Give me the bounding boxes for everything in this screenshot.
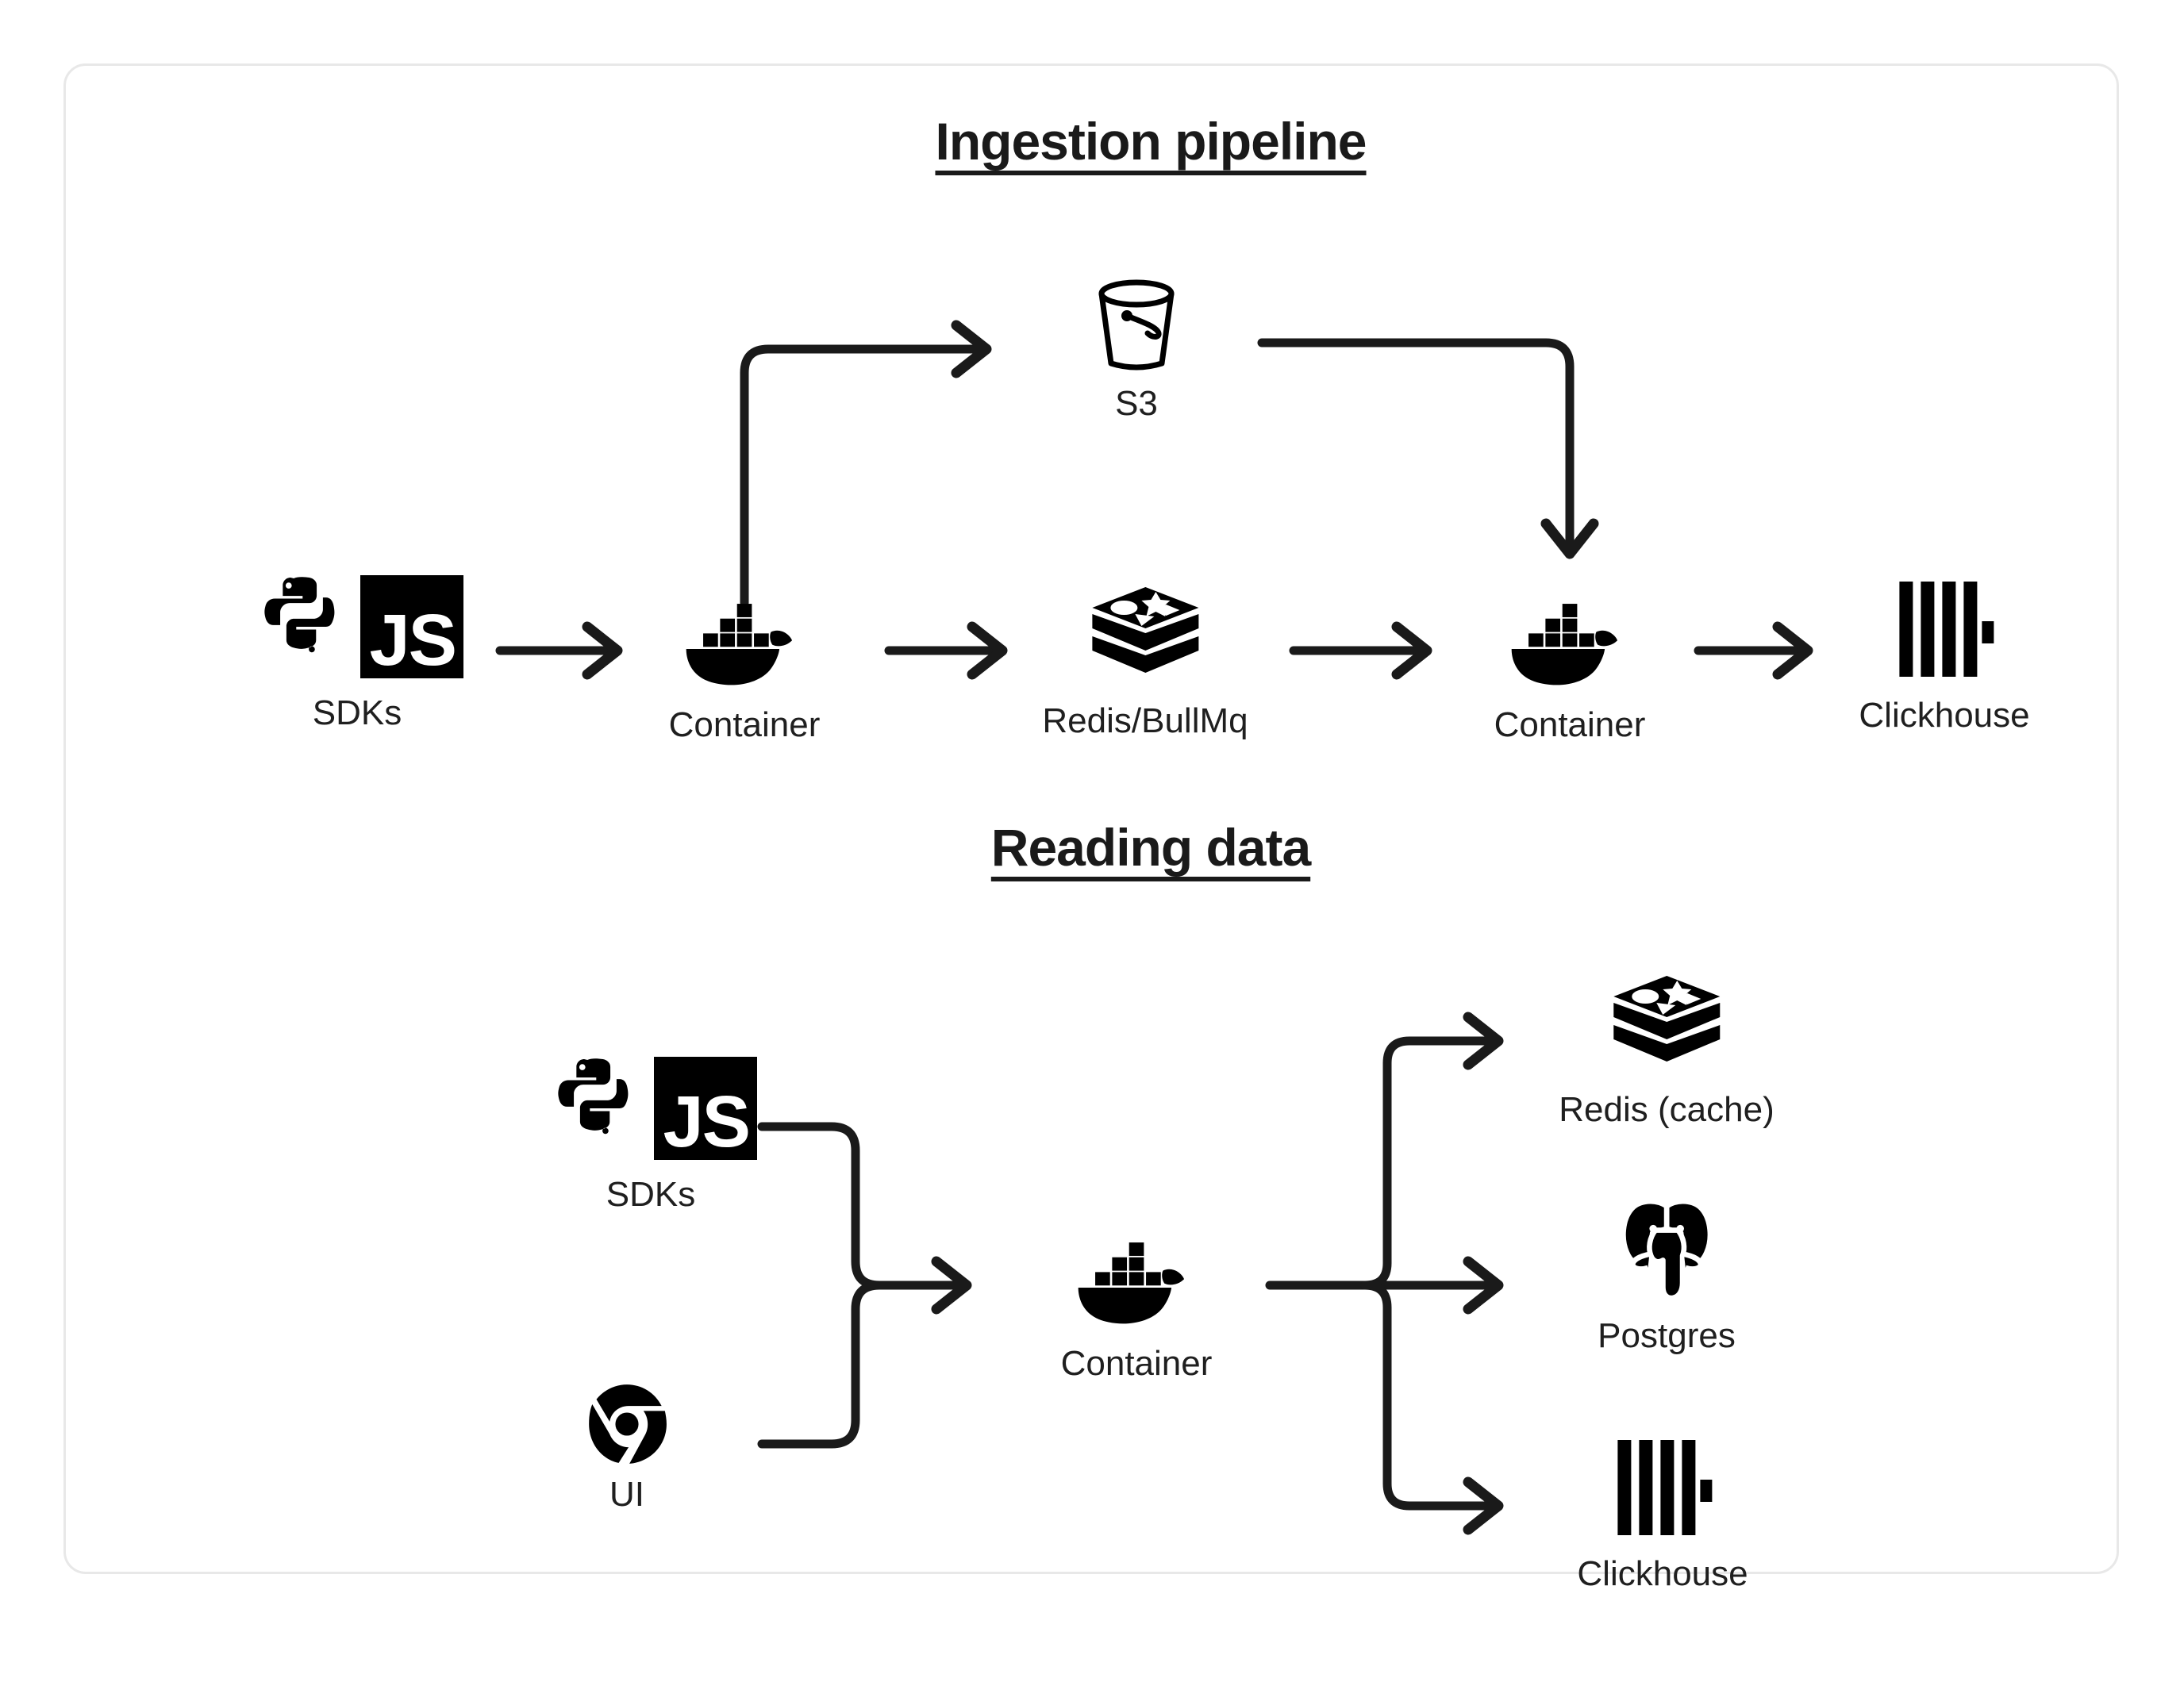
node-container-3[interactable]: Container [1060,1218,1213,1383]
redis-icon [1042,575,1248,694]
node-label: UI [609,1475,644,1514]
section-title-reading: Reading data [990,818,1311,877]
node-clickhouse-1[interactable]: Clickhouse [1859,570,2030,735]
node-label: Clickhouse [1859,696,2030,735]
s3-bucket-icon [1089,274,1184,377]
postgres-icon [1598,1194,1736,1309]
node-label: Container [668,705,821,744]
docker-icon [1494,579,1646,698]
clickhouse-icon [1577,1428,1748,1547]
node-postgres[interactable]: Postgres [1598,1194,1736,1355]
node-label: Redis/BullMq [1042,701,1248,740]
node-label: S3 [1115,384,1158,423]
docker-icon [669,579,821,698]
python-icon [558,1058,629,1135]
node-label: SDKs [606,1175,696,1214]
edge-sdks-to-container1 [495,621,623,680]
node-redis-cache[interactable]: Redis (cache) [1559,964,1774,1129]
javascript-icon: JS [360,575,463,678]
redis-stack-icon [1613,976,1720,1062]
node-label: Clickhouse [1577,1554,1748,1593]
docker-whale-icon [1079,1242,1185,1323]
node-label: Redis (cache) [1559,1090,1774,1129]
node-ui[interactable]: UI [586,1380,668,1514]
bucket-icon [1098,279,1175,371]
docker-icon [1061,1218,1213,1337]
node-label: Container [1494,705,1646,744]
clickhouse-bars-icon [1617,1440,1712,1535]
chrome-icon [586,1380,668,1468]
edge-sdks2-to-container3 [757,1122,965,1290]
chrome-browser-icon [589,1384,667,1464]
python-js-icon: JS [251,567,463,686]
node-redis-bullmq[interactable]: Redis/BullMq [1042,575,1248,740]
node-clickhouse-2[interactable]: Clickhouse [1577,1428,1748,1593]
node-sdks-1[interactable]: JS SDKs [251,567,463,732]
edge-container3-to-clickhouse2 [1360,1281,1504,1535]
node-label: SDKs [312,693,402,732]
edge-redis-to-container2 [1289,621,1432,680]
diagram-card [63,63,2119,1574]
redis-stack-icon [1092,587,1198,673]
node-label: Container [1060,1344,1213,1383]
postgres-elephant-icon [1620,1198,1713,1300]
python-js-icon: JS [544,1049,757,1168]
clickhouse-icon [1859,570,2029,689]
edge-s3-to-container2 [1257,338,1599,559]
edge-container2-to-clickhouse [1694,621,1813,680]
python-icon [264,577,335,653]
node-label: Postgres [1598,1316,1736,1355]
edge-container3-to-redis-cache [1360,1012,1504,1290]
node-sdks-2[interactable]: JS SDKs [544,1049,757,1214]
edge-container1-to-redis [884,621,1008,680]
redis-icon [1559,964,1774,1083]
javascript-icon: JS [654,1057,757,1160]
node-s3[interactable]: S3 [1089,274,1184,423]
edge-container1-to-s3 [740,320,992,608]
edge-ui-to-container3 [757,1256,972,1449]
clickhouse-bars-icon [1899,582,1994,677]
docker-whale-icon [1512,603,1618,685]
section-title-ingestion: Ingestion pipeline [935,112,1367,171]
docker-whale-icon [686,603,793,685]
node-container-1[interactable]: Container [668,579,821,744]
node-container-2[interactable]: Container [1494,579,1646,744]
edge-container3-to-postgres [1360,1256,1504,1315]
